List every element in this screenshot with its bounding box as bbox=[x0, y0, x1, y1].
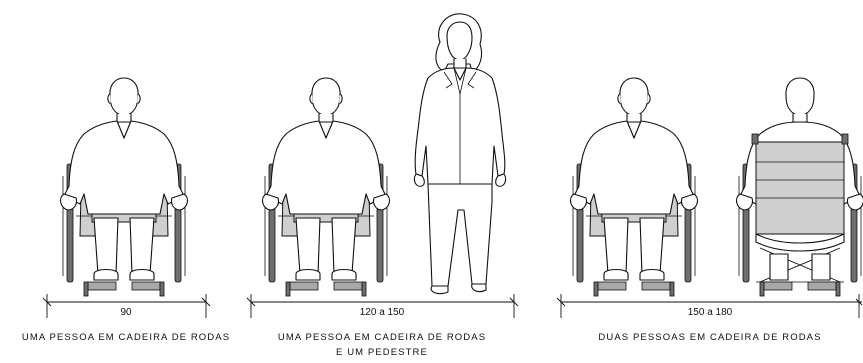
dimension-label: 150 a 180 bbox=[688, 307, 733, 318]
wheelchair-user-front bbox=[261, 77, 391, 297]
scene-two-wheelchairs bbox=[569, 77, 863, 297]
dimension-label: 90 bbox=[120, 307, 132, 318]
pedestrian-figure bbox=[413, 13, 507, 295]
scene-caption: UMA PESSOA EM CADEIRA DE RODAS bbox=[278, 332, 486, 343]
dimension-label: 120 a 150 bbox=[360, 307, 405, 318]
wheelchair-user-front bbox=[569, 77, 699, 297]
scene-caption: UMA PESSOA EM CADEIRA DE RODAS bbox=[22, 332, 230, 343]
scene-caption-line-2: E UM PEDESTRE bbox=[336, 347, 428, 358]
wheelchair-user-back bbox=[735, 77, 863, 297]
dimension-line-1: 90 bbox=[42, 294, 211, 318]
dimension-line-3: 150 a 180 bbox=[556, 294, 863, 318]
scene-one-wheelchair bbox=[59, 77, 189, 297]
scene-caption: DUAS PESSOAS EM CADEIRA DE RODAS bbox=[598, 332, 821, 343]
wheelchair-user-front bbox=[59, 77, 189, 297]
dimension-line-2: 120 a 150 bbox=[246, 294, 519, 318]
scene-wheelchair-and-pedestrian bbox=[261, 13, 507, 297]
